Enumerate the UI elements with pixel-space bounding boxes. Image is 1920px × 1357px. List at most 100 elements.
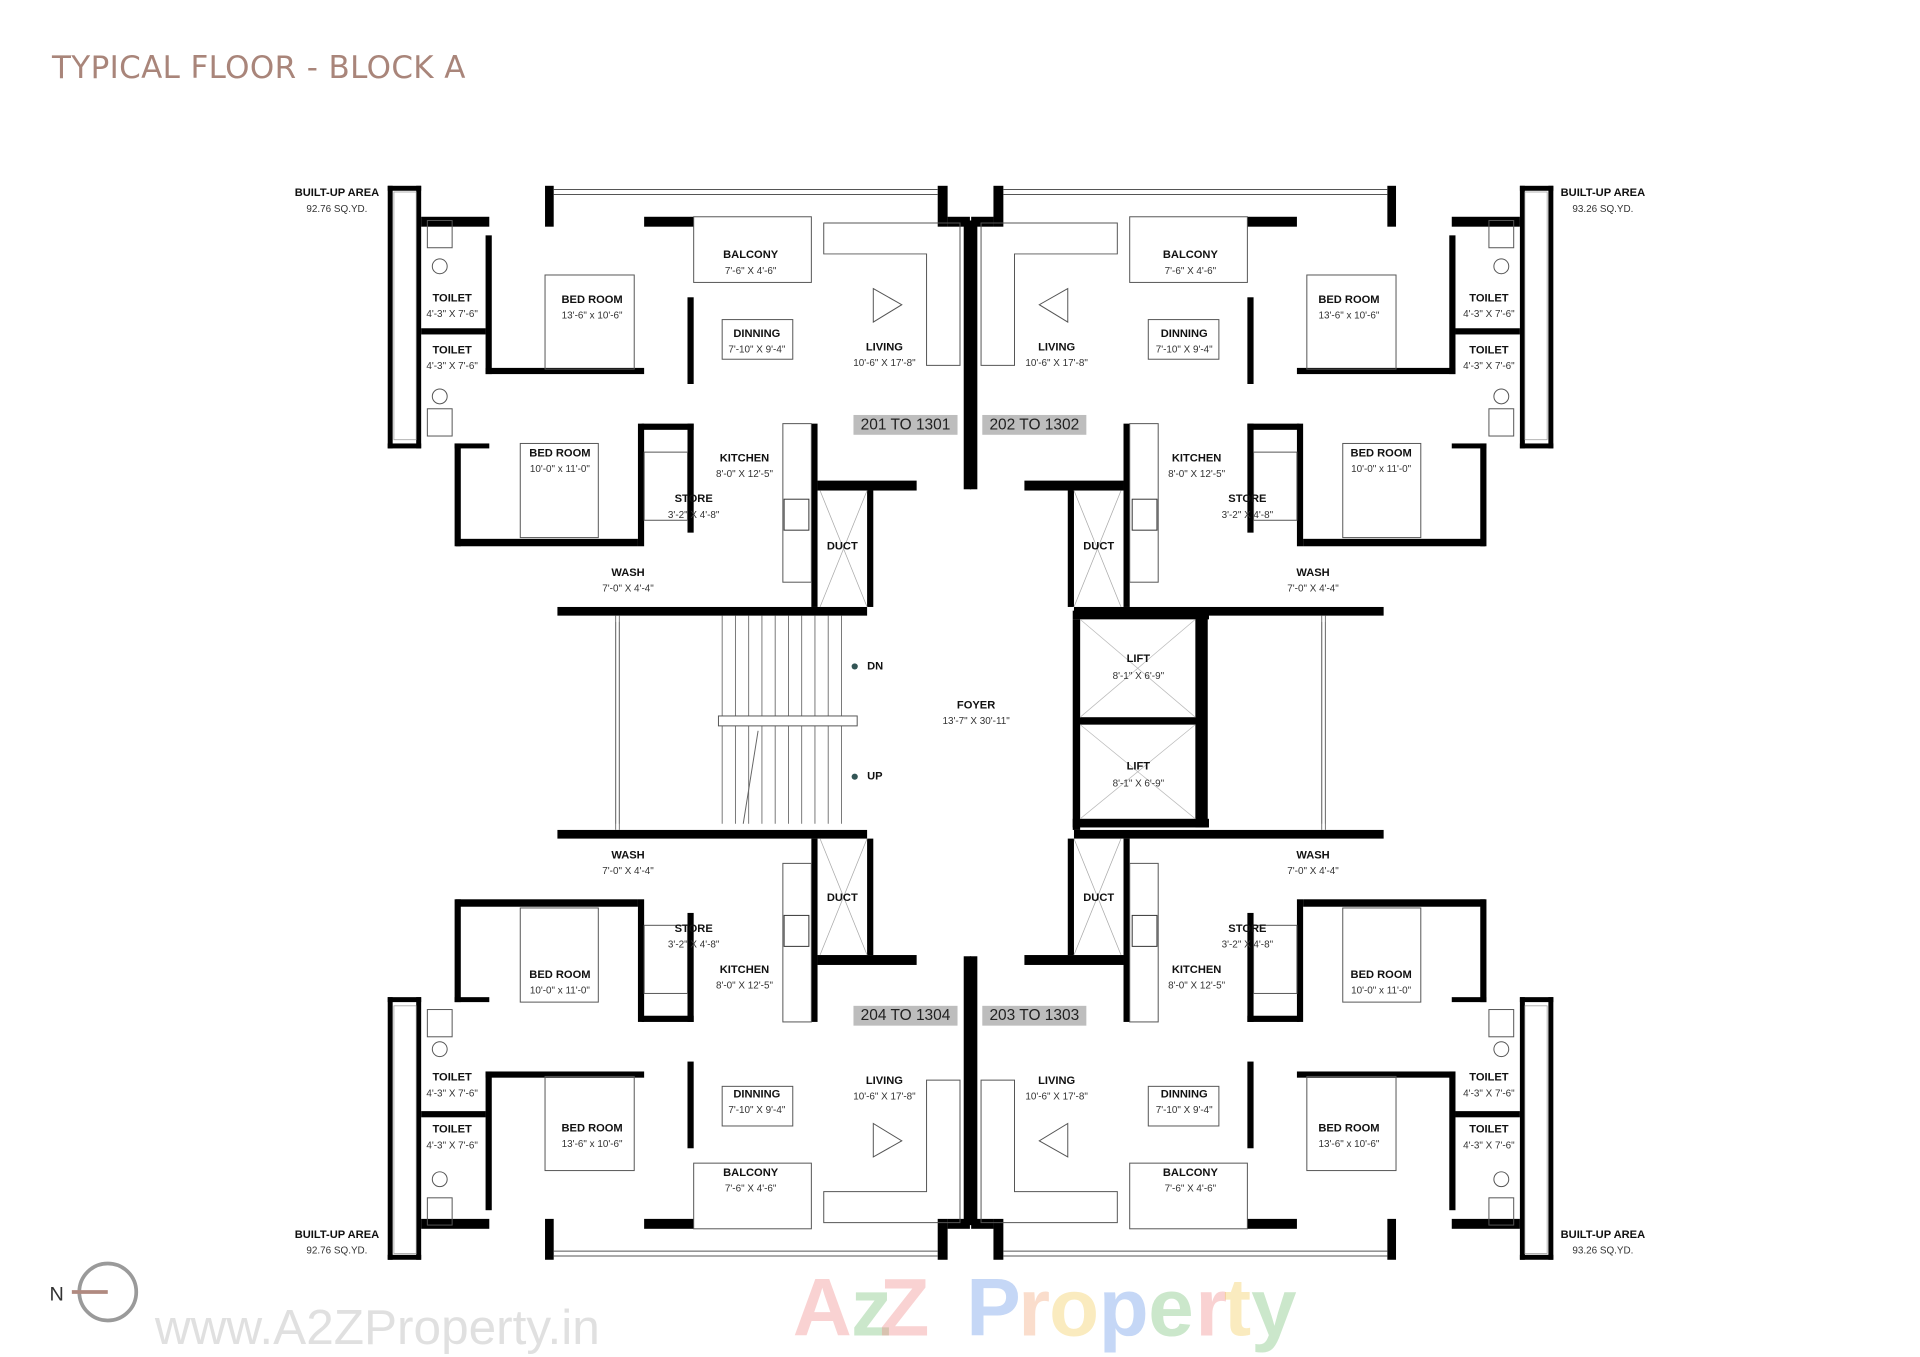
unit-bottom-left-balcony-dims: 7'-6" X 4'-6" (725, 1184, 777, 1195)
unit-top-left-wash-dims: 7'-0" X 4'-4" (602, 584, 654, 595)
unit-top-right-toilet-2-name: TOILET (1469, 345, 1509, 357)
lift-2-dims: 8'-1" X 6'-9" (1113, 779, 1165, 790)
unit-top-right-toilet-1-dims: 4'-3" X 7'-6" (1463, 309, 1515, 320)
svg-text:A: A (793, 1262, 852, 1353)
unit-bottom-left-toilet-2-dims: 4'-3" X 7'-6" (426, 1088, 478, 1099)
unit-bottom-right-toilet-2-name: TOILET (1469, 1072, 1509, 1084)
unit-top-right-bedroom-master-name: BED ROOM (1318, 294, 1379, 306)
unit-top-left-bedroom-master-dims: 13'-6" x 10'-6" (562, 310, 623, 321)
stair-direction-dot-icon (851, 773, 858, 780)
unit-bottom-right-kitchen-name: KITCHEN (1172, 964, 1221, 976)
core-area (717, 610, 1209, 830)
svg-text:t: t (1224, 1262, 1251, 1353)
unit-bottom-right-bedroom-master-dims: 13'-6" x 10'-6" (1319, 1139, 1380, 1150)
unit-bottom-left-built-up-value: 92.76 SQ.YD. (306, 1246, 367, 1257)
svg-text:y: y (1251, 1262, 1297, 1353)
unit-bottom-right-dinning-dims: 7'-10" X 9'-4" (1156, 1105, 1213, 1116)
unit-bottom-right-bedroom-master-name: BED ROOM (1318, 1122, 1379, 1134)
svg-text:z: z (851, 1262, 892, 1353)
svg-text:p: p (1099, 1262, 1149, 1353)
unit-top-right-number-tag: 202 TO 1302 (989, 416, 1079, 433)
unit-bottom-left-wash-dims: 7'-0" X 4'-4" (602, 866, 654, 877)
stair-handrail (717, 715, 858, 727)
unit-top-left-dinning-dims: 7'-10" X 9'-4" (728, 344, 785, 355)
unit-top-left-tag-bg (853, 414, 958, 435)
unit-top-left-store-name: STORE (675, 493, 713, 505)
unit-bottom-right-balcony-name: BALCONY (1163, 1167, 1219, 1179)
unit-bottom-left-store-dims: 3'-2" X 4'-8" (668, 940, 720, 951)
unit-bottom-right-living-name: LIVING (1038, 1075, 1075, 1087)
unit-bottom-left-bedroom-master-dims: 13'-6" x 10'-6" (562, 1139, 623, 1150)
svg-text:o: o (1049, 1262, 1099, 1353)
stair-down-label: DN (867, 660, 883, 672)
url-watermark: www.A2ZProperty.in (154, 1300, 600, 1355)
unit-bottom-left-kitchen-name: KITCHEN (720, 964, 769, 976)
unit-bottom-left-duct-name: DUCT (827, 892, 858, 904)
unit-top-right-store-dims: 3'-2" X 4'-8" (1222, 510, 1274, 521)
foyer-dims: 13'-7" X 30'-11" (942, 716, 1010, 727)
unit-top-right-wash-name: WASH (1296, 567, 1329, 579)
unit-bottom-left-bedroom-2-name: BED ROOM (529, 969, 590, 981)
unit-top-right-bedroom-2-name: BED ROOM (1351, 447, 1412, 459)
unit-top-right-toilet-2-dims: 4'-3" X 7'-6" (1463, 361, 1515, 372)
lift-1-dims: 8'-1" X 6'-9" (1113, 671, 1165, 682)
lift-wall (1072, 610, 1209, 620)
unit-top-right-living-dims: 10'-6" X 17'-8" (1025, 358, 1088, 369)
unit-top-left-bedroom-master-name: BED ROOM (562, 294, 623, 306)
unit-top-left-living-name: LIVING (866, 341, 903, 353)
unit-bottom-right-dinning-name: DINNING (1161, 1088, 1208, 1100)
unit-top-left-dinning-name: DINNING (733, 328, 780, 340)
svg-text:r: r (1195, 1262, 1227, 1353)
unit-top-right-balcony-dims: 7'-6" X 4'-6" (1165, 266, 1217, 277)
unit-bottom-right-kitchen-dims: 8'-0" X 12'-5" (1168, 981, 1225, 992)
unit-top-right-balcony-name: BALCONY (1163, 249, 1219, 261)
unit-bottom-left-balcony-name: BALCONY (723, 1167, 779, 1179)
unit-top-left-bedroom-2-name: BED ROOM (529, 447, 590, 459)
north-compass: N (50, 1261, 139, 1323)
logo-watermark: A z Z P r o p e r t y (793, 1262, 1297, 1353)
unit-top-right-duct-name: DUCT (1083, 540, 1114, 552)
unit-bottom-left-toilet-1-name: TOILET (432, 1124, 472, 1136)
unit-bottom-right-built-up-label: BUILT-UP AREA (1561, 1229, 1645, 1241)
unit-top-right-wash-dims: 7'-0" X 4'-4" (1287, 584, 1339, 595)
unit-bottom-right-number-tag: 203 TO 1303 (989, 1007, 1079, 1024)
unit-bottom-right-duct-name: DUCT (1083, 892, 1114, 904)
unit-top-left-wash-name: WASH (611, 567, 644, 579)
lift-wall (1072, 619, 1081, 830)
svg-text:Z: Z (879, 1262, 929, 1353)
page-title: TYPICAL FLOOR - BLOCK A (51, 50, 466, 86)
lift-1-name: LIFT (1127, 653, 1151, 665)
unit-top-right-store-name: STORE (1228, 493, 1266, 505)
unit-top-right-dinning-dims: 7'-10" X 9'-4" (1156, 344, 1213, 355)
unit-top-left-duct-name: DUCT (827, 540, 858, 552)
unit-bottom-left-store-name: STORE (675, 923, 713, 935)
unit-top-right-dinning-name: DINNING (1161, 328, 1208, 340)
unit-top-left-toilet-1-name: TOILET (432, 293, 472, 305)
lift-wall (1072, 818, 1209, 828)
stair-direction-dot-icon (851, 663, 858, 670)
unit-top-left-balcony-dims: 7'-6" X 4'-6" (725, 266, 777, 277)
unit-top-left-number-tag: 201 TO 1301 (861, 416, 951, 433)
unit-bottom-left-built-up-label: BUILT-UP AREA (295, 1229, 379, 1241)
unit-bottom-left-toilet-1-dims: 4'-3" X 7'-6" (426, 1140, 478, 1151)
unit-top-left-built-up-label: BUILT-UP AREA (295, 187, 379, 199)
unit-top-right-kitchen-name: KITCHEN (1172, 452, 1221, 464)
unit-bottom-right-bedroom-2-dims: 10'-0" x 11'-0" (1351, 985, 1412, 996)
unit-bottom-right-toilet-1-name: TOILET (1469, 1124, 1509, 1136)
unit-top-left-toilet-1-dims: 4'-3" X 7'-6" (426, 309, 478, 320)
unit-top-left-living-dims: 10'-6" X 17'-8" (853, 358, 916, 369)
unit-top-left-toilet-2-name: TOILET (432, 345, 472, 357)
unit-bottom-left-number-tag: 204 TO 1304 (861, 1007, 951, 1024)
unit-bottom-right-toilet-2-dims: 4'-3" X 7'-6" (1463, 1088, 1515, 1099)
svg-text:P: P (966, 1262, 1021, 1353)
unit-bottom-right-store-dims: 3'-2" X 4'-8" (1222, 940, 1274, 951)
unit-bottom-left-bedroom-2-dims: 10'-0" x 11'-0" (530, 985, 591, 996)
unit-bottom-left-living-name: LIVING (866, 1075, 903, 1087)
unit-bottom-left-kitchen-dims: 8'-0" X 12'-5" (716, 981, 773, 992)
unit-top-left-kitchen-dims: 8'-0" X 12'-5" (716, 469, 773, 480)
unit-bottom-right-balcony-dims: 7'-6" X 4'-6" (1165, 1184, 1217, 1195)
unit-top-left-toilet-2-dims: 4'-3" X 7'-6" (426, 361, 478, 372)
unit-top-left-balcony-name: BALCONY (723, 249, 779, 261)
unit-bottom-left-dinning-name: DINNING (733, 1088, 780, 1100)
room-labels: BALCONY 7'-6" X 4'-6" BED ROOM 13'-6" x 10'… (295, 187, 1645, 1256)
